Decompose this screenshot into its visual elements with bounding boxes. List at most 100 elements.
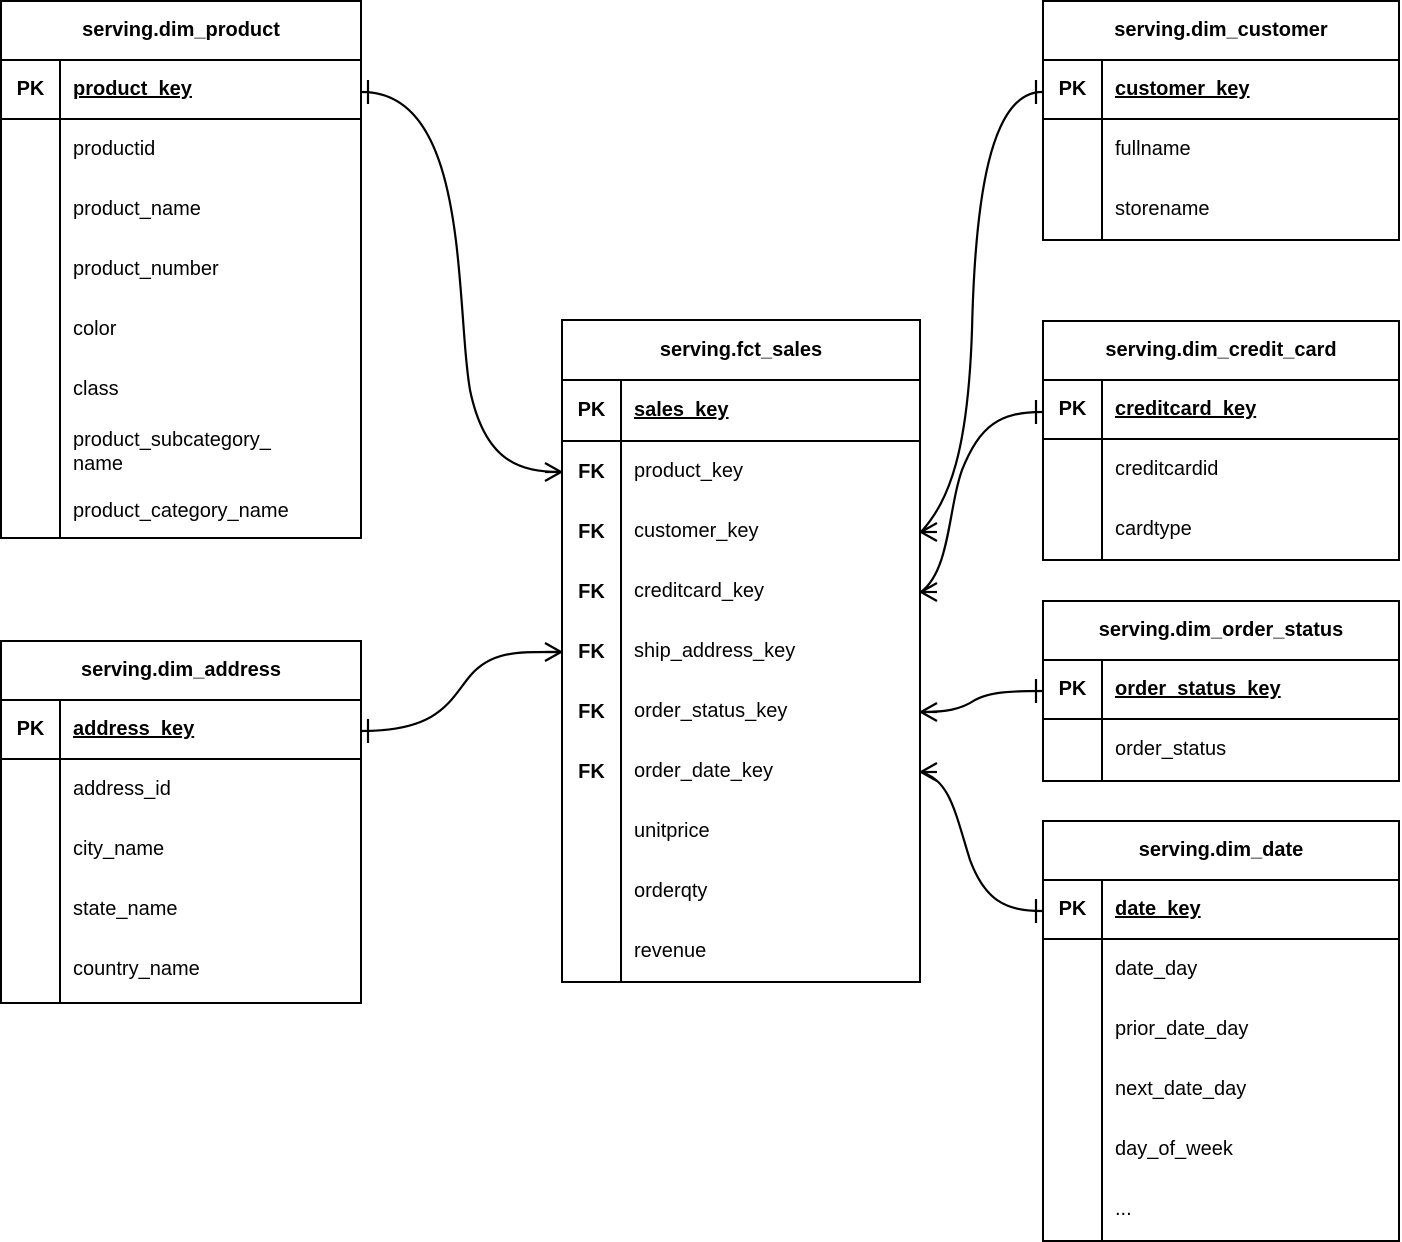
attribute-name: product_number xyxy=(73,258,219,281)
attribute-name: fullname xyxy=(1115,138,1191,161)
entity-dim-date[interactable]: serving.dim_date PK date_key date_day pr… xyxy=(1042,820,1400,1242)
attribute-list-dim-customer: fullname storename xyxy=(1044,120,1398,239)
attribute-name-column: fullname storename xyxy=(1103,120,1398,239)
entity-title-dim-product: serving.dim_product xyxy=(2,2,360,61)
attribute-name-column: product_key customer_key creditcard_key … xyxy=(622,442,919,981)
attribute-name: productid xyxy=(73,138,156,161)
pk-badge: PK xyxy=(2,701,61,758)
attribute-name: storename xyxy=(1115,197,1210,220)
attribute-key xyxy=(2,420,59,485)
pk-row-dim-product: PK product_key xyxy=(2,61,360,120)
entity-fct-sales[interactable]: serving.fct_sales PK sales_key FK FK FK … xyxy=(561,319,921,983)
attribute-name: order_status_key xyxy=(634,700,788,723)
attribute-name-column: productid product_name product_number co… xyxy=(61,120,360,538)
attribute-name: order_date_key xyxy=(634,760,773,783)
pk-row-dim-date: PK date_key xyxy=(1044,881,1398,940)
attribute-name-column: creditcardid cardtype xyxy=(1103,440,1398,559)
attribute-key xyxy=(2,120,59,180)
attribute-name: country_name xyxy=(73,958,200,981)
attribute-key xyxy=(2,360,59,420)
rel-creditcard-sales xyxy=(920,400,1043,602)
entity-title-dim-order-status: serving.dim_order_status xyxy=(1044,602,1398,661)
pk-row-dim-address: PK address_key xyxy=(2,701,360,760)
pk-field-name: date_key xyxy=(1115,897,1201,920)
entity-title-dim-credit-card: serving.dim_credit_card xyxy=(1044,322,1398,381)
rel-date-sales xyxy=(920,762,1043,923)
entity-dim-customer[interactable]: serving.dim_customer PK customer_key ful… xyxy=(1042,0,1400,241)
attribute-key xyxy=(563,802,620,862)
attribute-name: creditcardid xyxy=(1115,458,1219,481)
entity-title-dim-customer: serving.dim_customer xyxy=(1044,2,1398,61)
attribute-name-column: address_id city_name state_name country_… xyxy=(61,760,360,1003)
attribute-list-dim-credit-card: creditcardid cardtype xyxy=(1044,440,1398,559)
fk-badge: FK xyxy=(578,580,605,603)
attribute-key xyxy=(2,940,59,1000)
attribute-name: date_day xyxy=(1115,958,1198,981)
attribute-name-column: date_day prior_date_day next_date_day da… xyxy=(1103,940,1398,1240)
attribute-key xyxy=(2,820,59,880)
attribute-name: ... xyxy=(1115,1198,1132,1221)
pk-badge: PK xyxy=(1044,661,1103,718)
attribute-key-column xyxy=(1044,120,1103,239)
fk-badge: FK xyxy=(578,760,605,783)
attribute-name: class xyxy=(73,378,119,401)
attribute-name: order_status xyxy=(1115,738,1227,761)
attribute-key xyxy=(2,300,59,360)
fk-badge: FK xyxy=(578,520,605,543)
attribute-key xyxy=(1044,1180,1101,1240)
attribute-name: product_key xyxy=(634,460,743,483)
pk-field-name: product_key xyxy=(73,77,192,100)
attribute-key xyxy=(2,240,59,300)
entity-dim-credit-card[interactable]: serving.dim_credit_card PK creditcard_ke… xyxy=(1042,320,1400,561)
attribute-key xyxy=(1044,180,1101,239)
entity-dim-address[interactable]: serving.dim_address PK address_key addre… xyxy=(0,640,362,1004)
pk-badge: PK xyxy=(1044,381,1103,438)
attribute-list-dim-date: date_day prior_date_day next_date_day da… xyxy=(1044,940,1398,1240)
attribute-key xyxy=(1044,940,1101,1000)
attribute-key xyxy=(2,180,59,240)
rel-orderstatus-sales xyxy=(920,679,1043,722)
attribute-name: unitprice xyxy=(634,820,710,843)
attribute-key xyxy=(2,880,59,940)
fk-badge: FK xyxy=(578,460,605,483)
pk-row-dim-credit-card: PK creditcard_key xyxy=(1044,381,1398,440)
attribute-name: product_name xyxy=(73,198,201,221)
entity-title-fct-sales: serving.fct_sales xyxy=(563,321,919,381)
attribute-name: state_name xyxy=(73,898,178,921)
attribute-name: creditcard_key xyxy=(634,580,765,603)
pk-row-fct-sales: PK sales_key xyxy=(563,381,919,442)
fk-badge: FK xyxy=(578,700,605,723)
attribute-key xyxy=(1044,1060,1101,1120)
entity-dim-product[interactable]: serving.dim_product PK product_key produ… xyxy=(0,0,362,539)
entity-dim-order-status[interactable]: serving.dim_order_status PK order_status… xyxy=(1042,600,1400,782)
pk-badge: PK xyxy=(1044,881,1103,938)
attribute-key-column: FK FK FK FK FK FK xyxy=(563,442,622,981)
attribute-key xyxy=(1044,120,1101,180)
attribute-key xyxy=(2,485,59,538)
attribute-key xyxy=(1044,440,1101,500)
rel-product-sales xyxy=(361,80,562,482)
attribute-key xyxy=(1044,1000,1101,1060)
attribute-name: customer_key xyxy=(634,520,759,543)
attribute-key xyxy=(1044,1120,1101,1180)
attribute-key-column xyxy=(1044,440,1103,559)
pk-field-name: address_key xyxy=(73,717,195,740)
attribute-key xyxy=(563,862,620,922)
attribute-list-dim-address: address_id city_name state_name country_… xyxy=(2,760,360,1003)
attribute-name-column: order_status xyxy=(1103,720,1398,780)
attribute-key xyxy=(1044,720,1101,780)
attribute-key xyxy=(1044,500,1101,559)
attribute-name: cardtype xyxy=(1115,517,1192,540)
attribute-name: revenue xyxy=(634,939,707,962)
entity-title-dim-date: serving.dim_date xyxy=(1044,822,1398,881)
attribute-key xyxy=(2,760,59,820)
attribute-key-column xyxy=(1044,720,1103,780)
attribute-name: product_subcategory_ name xyxy=(73,429,271,475)
attribute-list-dim-order-status: order_status xyxy=(1044,720,1398,780)
attribute-name: city_name xyxy=(73,838,165,861)
pk-field-name: sales_key xyxy=(634,398,729,421)
pk-badge: PK xyxy=(2,61,61,118)
attribute-list-dim-product: productid product_name product_number co… xyxy=(2,120,360,538)
pk-row-dim-order-status: PK order_status_key xyxy=(1044,661,1398,720)
